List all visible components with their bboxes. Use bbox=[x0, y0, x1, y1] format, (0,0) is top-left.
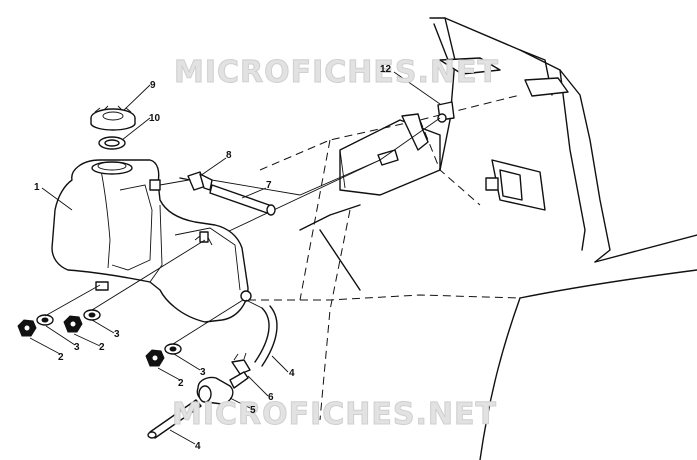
callout-nut-left-2: 2 bbox=[99, 342, 105, 353]
watermark-top: MICROFICHES.NET bbox=[174, 55, 499, 90]
bolt-7 bbox=[209, 184, 276, 216]
watermark-bottom: MICROFICHES.NET bbox=[172, 397, 497, 432]
callout-gasket: 10 bbox=[149, 113, 161, 124]
fuel-tank bbox=[51, 159, 252, 323]
callout-washer-lower: 3 bbox=[200, 367, 206, 378]
vehicle-frame bbox=[248, 17, 697, 460]
callout-hose-bottom: 4 bbox=[195, 441, 201, 452]
callout-bolt: 7 bbox=[266, 180, 272, 191]
vent-line bbox=[159, 117, 441, 196]
fuel-cap bbox=[90, 105, 136, 131]
callout-nut-left-1: 2 bbox=[58, 352, 64, 363]
callout-hose-right: 4 bbox=[289, 368, 295, 379]
fuel-valve bbox=[196, 371, 249, 405]
fitting-8 bbox=[179, 171, 213, 191]
cap-gasket bbox=[98, 136, 126, 150]
callout-vent-fitting: 12 bbox=[380, 64, 392, 75]
hardware-lower bbox=[145, 299, 244, 367]
callout-fitting: 8 bbox=[226, 150, 232, 161]
callout-valve: 5 bbox=[250, 405, 256, 416]
callout-clamp: 6 bbox=[268, 392, 274, 403]
fuel-hose-upper bbox=[245, 299, 278, 367]
callout-washer-left-1: 3 bbox=[74, 342, 80, 353]
callout-cap: 9 bbox=[150, 80, 156, 91]
fuel-hose-lower bbox=[147, 399, 202, 439]
hose-clamp bbox=[231, 352, 251, 375]
leader-lines bbox=[29, 71, 441, 445]
callout-tank: 1 bbox=[34, 182, 40, 193]
callout-nut-lower: 2 bbox=[178, 378, 184, 389]
callout-washer-left-2: 3 bbox=[114, 329, 120, 340]
hardware-left bbox=[17, 239, 206, 337]
